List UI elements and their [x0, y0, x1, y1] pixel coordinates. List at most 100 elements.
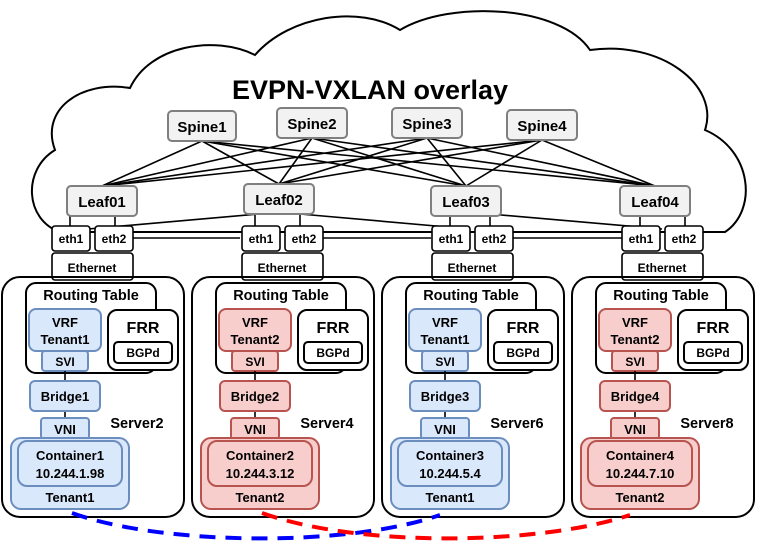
vni-box[interactable]: VNI: [40, 417, 90, 440]
vrf-label: VRF: [52, 315, 78, 330]
svi-box[interactable]: SVI: [611, 350, 659, 372]
leaf-label: Leaf01: [78, 194, 126, 211]
spine-leaf-link: [101, 137, 428, 187]
routing-table-label: Routing Table: [43, 288, 139, 304]
spine-leaf-link: [426, 137, 656, 187]
eth2-port[interactable]: eth2: [474, 225, 514, 252]
vrf-label: VRF: [242, 315, 268, 330]
frr-label: FRR: [697, 320, 730, 337]
vni-box[interactable]: VNI: [420, 417, 470, 440]
bgpd-label: BGPd: [316, 346, 349, 360]
spine-leaf-link: [278, 139, 543, 185]
server-name: Server4: [300, 416, 353, 432]
spine-node[interactable]: Spine1: [167, 110, 237, 142]
svi-box[interactable]: SVI: [421, 350, 469, 372]
spine-label: Spine3: [402, 116, 451, 133]
eth1-port[interactable]: eth1: [241, 225, 281, 252]
tenant-label: Tenant1: [426, 490, 475, 505]
eth1-label: eth1: [629, 232, 654, 246]
spine-leaf-link: [541, 139, 656, 187]
leaf-node[interactable]: Leaf03: [430, 185, 502, 217]
leaf-node[interactable]: Leaf01: [66, 185, 138, 217]
spine-node[interactable]: Spine2: [276, 107, 348, 139]
vrf-tenant-label: Tenant1: [41, 332, 90, 347]
svi-box[interactable]: SVI: [41, 350, 89, 372]
vni-box[interactable]: VNI: [230, 417, 280, 440]
spine-leaf-link: [201, 140, 656, 187]
svi-label: SVI: [625, 355, 644, 369]
eth1-port[interactable]: eth1: [431, 225, 471, 252]
tenant-label: Tenant2: [236, 490, 285, 505]
leaf-node[interactable]: Leaf04: [619, 185, 691, 217]
eth1-port[interactable]: eth1: [621, 225, 661, 252]
eth1-label: eth1: [249, 232, 274, 246]
eth1-label: eth1: [439, 232, 464, 246]
bgpd-label: BGPd: [506, 346, 539, 360]
ethernet-box: Ethernet: [241, 252, 324, 281]
spine-label: Spine1: [177, 119, 226, 136]
bridge-box[interactable]: Bridge4: [599, 380, 671, 412]
bgpd-box[interactable]: BGPd: [113, 341, 173, 364]
server-name: Server2: [110, 416, 163, 432]
container-ip: 10.244.1.98: [36, 466, 105, 481]
bridge-box[interactable]: Bridge1: [29, 380, 101, 412]
leaf-node[interactable]: Leaf02: [243, 183, 315, 215]
eth1-label: eth1: [59, 232, 84, 246]
eth2-label: eth2: [482, 232, 507, 246]
container-ip: 10.244.5.4: [419, 466, 481, 481]
eth1-port[interactable]: eth1: [51, 225, 91, 252]
overlay-title: EVPN-VXLAN overlay: [232, 75, 508, 105]
spine-label: Spine2: [287, 116, 336, 133]
vrf-tenant-label: Tenant1: [421, 332, 470, 347]
ethernet-label: Ethernet: [258, 261, 307, 275]
tenant-label: Tenant2: [616, 490, 665, 505]
spine-leaf-link: [101, 137, 313, 187]
container-inner: [207, 440, 313, 487]
bridge-box[interactable]: Bridge2: [219, 380, 291, 412]
eth2-port[interactable]: eth2: [284, 225, 324, 252]
bgpd-box[interactable]: BGPd: [303, 341, 363, 364]
server-frame: [381, 276, 565, 518]
spine-leaf-link: [101, 140, 203, 187]
tenant2-link: [261, 511, 631, 541]
leaf-label: Leaf02: [255, 192, 303, 209]
spine-leaf-link: [278, 137, 428, 185]
server-frame: [191, 276, 375, 518]
vni-label: VNI: [624, 422, 646, 437]
container-label: Container3: [416, 448, 484, 463]
bgpd-label: BGPd: [696, 346, 729, 360]
bridge-box[interactable]: Bridge3: [409, 380, 481, 412]
ethernet-label: Ethernet: [638, 261, 687, 275]
vni-label: VNI: [54, 422, 76, 437]
bgpd-box[interactable]: BGPd: [493, 341, 553, 364]
bridge-label: Bridge2: [231, 389, 279, 404]
ethernet-box: Ethernet: [51, 252, 134, 281]
bridge-label: Bridge1: [41, 389, 89, 404]
ethernet-label: Ethernet: [68, 261, 117, 275]
routing-table-label: Routing Table: [423, 288, 519, 304]
eth2-port[interactable]: eth2: [94, 225, 134, 252]
spine-label: Spine4: [517, 118, 567, 135]
vrf-box[interactable]: VRF Tenant1: [28, 308, 102, 352]
svi-box[interactable]: SVI: [231, 350, 279, 372]
ethernet-box: Ethernet: [431, 252, 514, 281]
eth2-port[interactable]: eth2: [664, 225, 704, 252]
ethernet-box: Ethernet: [621, 252, 704, 281]
vni-box[interactable]: VNI: [610, 417, 660, 440]
spine-node[interactable]: Spine4: [506, 109, 578, 141]
server-frame: [571, 276, 755, 518]
tenant1-link: [71, 511, 441, 541]
spine-node[interactable]: Spine3: [391, 107, 463, 139]
bgpd-box[interactable]: BGPd: [683, 341, 743, 364]
